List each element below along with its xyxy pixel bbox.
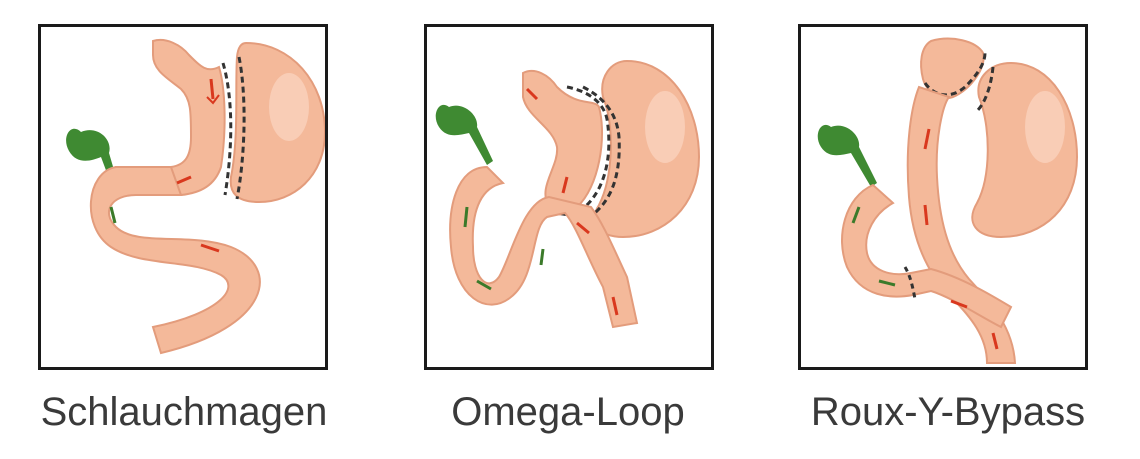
flow-arrow (206, 94, 220, 105)
procedure-panel-omega-loop: Omega-Loop (416, 0, 716, 459)
flow-arrow (209, 78, 215, 100)
staple-line (582, 85, 621, 221)
flow-arrow (991, 332, 999, 350)
gallbladder-shape (817, 124, 877, 187)
illustration-frame (798, 24, 1088, 370)
gallbladder-shape (435, 104, 493, 165)
flow-arrow (950, 299, 968, 309)
roux-y-bypass-icon (817, 37, 1079, 364)
intestine-loop-shape (449, 165, 639, 329)
flow-arrow (463, 206, 469, 228)
flow-arrow (878, 279, 896, 287)
alimentary-limb-shape (906, 85, 1017, 364)
flow-arrow (611, 296, 619, 316)
gastric-pouch-shape (920, 37, 985, 99)
illustration-frame (38, 24, 328, 370)
gastric-pouch-shape (522, 69, 604, 216)
gallbladder-shape (66, 128, 119, 189)
staple-line (903, 266, 917, 300)
flow-arrow (923, 128, 931, 150)
flow-arrow (539, 248, 545, 266)
staple-line (221, 62, 233, 196)
staple-line (975, 66, 995, 113)
intestine-shape (90, 166, 261, 355)
flow-arrow (109, 206, 117, 224)
procedure-panel-sleeve: Schlauchmagen (30, 0, 330, 459)
omega-loop-bypass-icon (435, 59, 701, 329)
panel-caption: Roux-Y-Bypass (810, 390, 1086, 434)
staple-line (235, 56, 246, 200)
biliopancreatic-limb-shape (841, 183, 1013, 329)
illustration-frame (424, 24, 714, 370)
flow-arrow (476, 279, 492, 291)
flow-arrow (923, 204, 929, 226)
flow-arrow (576, 221, 590, 235)
panel-caption: Omega-Loop (451, 390, 685, 434)
procedure-panel-roux-y: Roux-Y-Bypass (790, 0, 1090, 459)
flow-arrow (200, 243, 220, 253)
sleeve-gastrectomy-icon (66, 39, 325, 355)
flow-arrow (561, 176, 569, 194)
flow-arrow (176, 175, 192, 185)
flow-arrow (525, 87, 539, 101)
sleeve-stomach-shape (115, 39, 226, 196)
flow-arrow (851, 206, 861, 224)
panel-caption: Schlauchmagen (40, 390, 328, 434)
